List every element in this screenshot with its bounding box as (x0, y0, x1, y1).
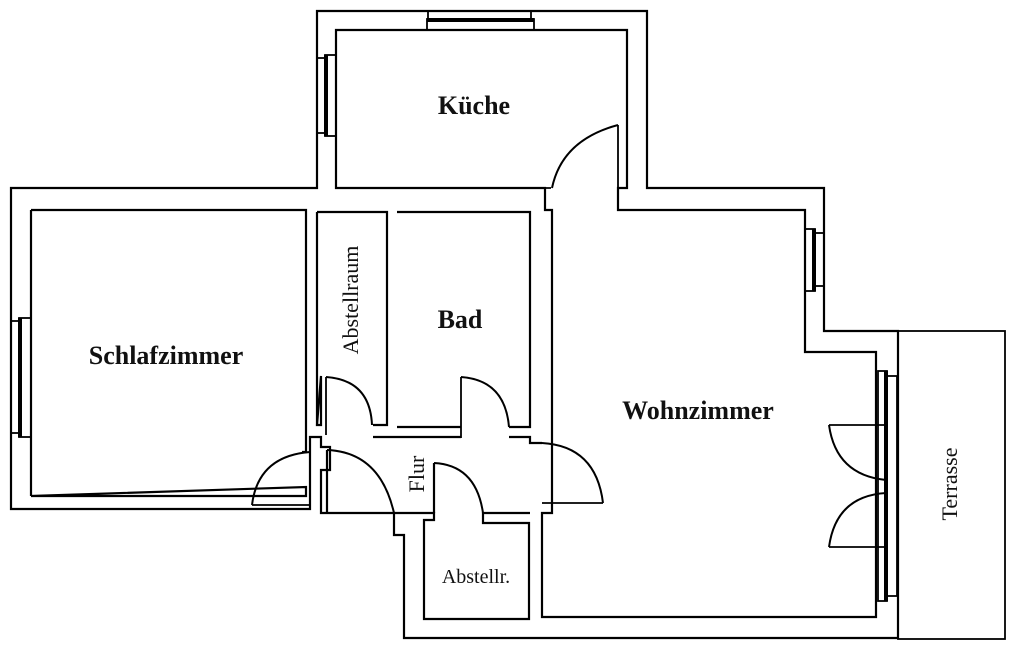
terrace-door-2 (828, 492, 887, 548)
room-bad (397, 210, 532, 429)
bad-door (460, 376, 510, 438)
kueche-window-left (316, 54, 337, 137)
label-kueche: Küche (438, 91, 510, 120)
wohnzimmer-window-right (804, 228, 825, 292)
kueche-door (551, 124, 619, 189)
room-abstellr (394, 463, 531, 621)
abstellr-door (433, 462, 484, 514)
label-abstellr: Abstellr. (442, 566, 510, 588)
room-terrasse (897, 330, 1006, 640)
room-kueche (334, 28, 878, 619)
wohnzimmer-door (541, 442, 604, 504)
kueche-inner-wall (334, 28, 878, 619)
label-flur: Flur (404, 455, 429, 492)
label-terrasse: Terrasse (937, 448, 962, 521)
kueche-window-top (426, 10, 535, 31)
room-abstellraum (315, 210, 389, 427)
terrace-door-1 (828, 424, 887, 481)
label-schlafzimmer: Schlafzimmer (89, 341, 244, 370)
abstellraum-door (325, 376, 373, 435)
schlafzimmer-door (251, 451, 311, 506)
schlafzimmer-window-left (10, 317, 32, 438)
label-bad: Bad (438, 305, 483, 334)
wohnzimmer-terrace-glass (877, 370, 898, 602)
label-abstellraum: Abstellraum (338, 246, 363, 355)
flur-entrance-door (326, 449, 395, 514)
label-wohnzimmer: Wohnzimmer (622, 396, 774, 425)
